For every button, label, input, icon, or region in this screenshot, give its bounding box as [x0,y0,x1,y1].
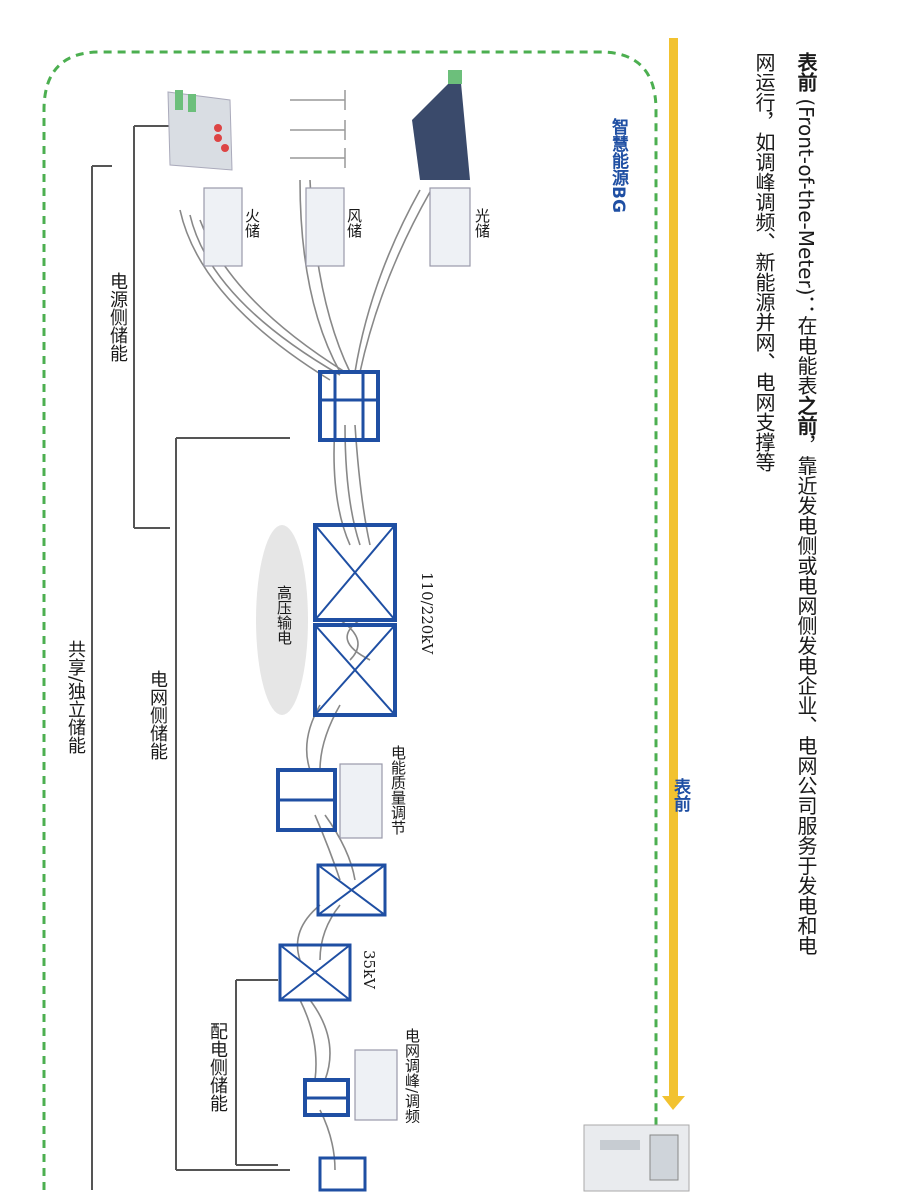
arrow-label: 表前 [670,778,690,812]
thermal-storage-label: 火储 [243,208,261,238]
header-bold: 之前 [794,395,818,436]
power-quality-label: 电能质量调节 [389,745,407,835]
distribution-bracket [235,979,278,1166]
solar-panel-icon [412,70,470,180]
grid-side-bracket [175,437,290,1171]
voltage-35-label: 35kV [360,950,378,990]
front-of-meter-arrow [662,38,685,1110]
header-term: 表前 [794,52,818,92]
source-side-storage-label: 电源侧储能 [107,272,128,362]
transmission-tower-icon [276,370,397,1192]
smart-energy-boundary [42,50,658,1190]
header-line-1: 表前 (Front-of-the-Meter)：在电能表之前，靠近发电侧或电网侧… [794,52,818,956]
distribution-storage-label: 配电侧储能 [207,1022,228,1112]
battery-cabinet-icon [203,187,471,1121]
header-text1: 在电能表 [794,315,818,396]
hv-transmission-oval [256,525,308,715]
header-line-2: 网运行，如调峰调频、新能源并网、电网支撑等 [752,52,776,472]
voltage-110-220-label: 110/220kV [418,572,436,655]
shared-storage-label: 共享/独立储能 [65,640,86,755]
thermal-plant-icon [167,90,233,171]
header-english: (Front-of-the-Meter)： [794,92,818,316]
peak-freq-label: 电网调峰/调频 [403,1028,421,1124]
source-side-bracket [133,125,170,529]
source-bracket-outer [91,165,112,1190]
hv-transmission-label: 高压输电 [275,585,293,645]
power-cables [179,179,431,1171]
wind-turbine-icon [290,90,346,168]
header-text2: ，靠近发电侧或电网侧发电企业、电网公司服务于发电和电 [794,435,818,956]
solar-storage-label: 光储 [473,208,491,238]
wind-storage-label: 风储 [345,208,363,238]
bg-label: 智慧能源BG [608,118,628,213]
electric-meter-icon [583,1124,690,1192]
grid-side-storage-label: 电网侧储能 [147,670,168,760]
